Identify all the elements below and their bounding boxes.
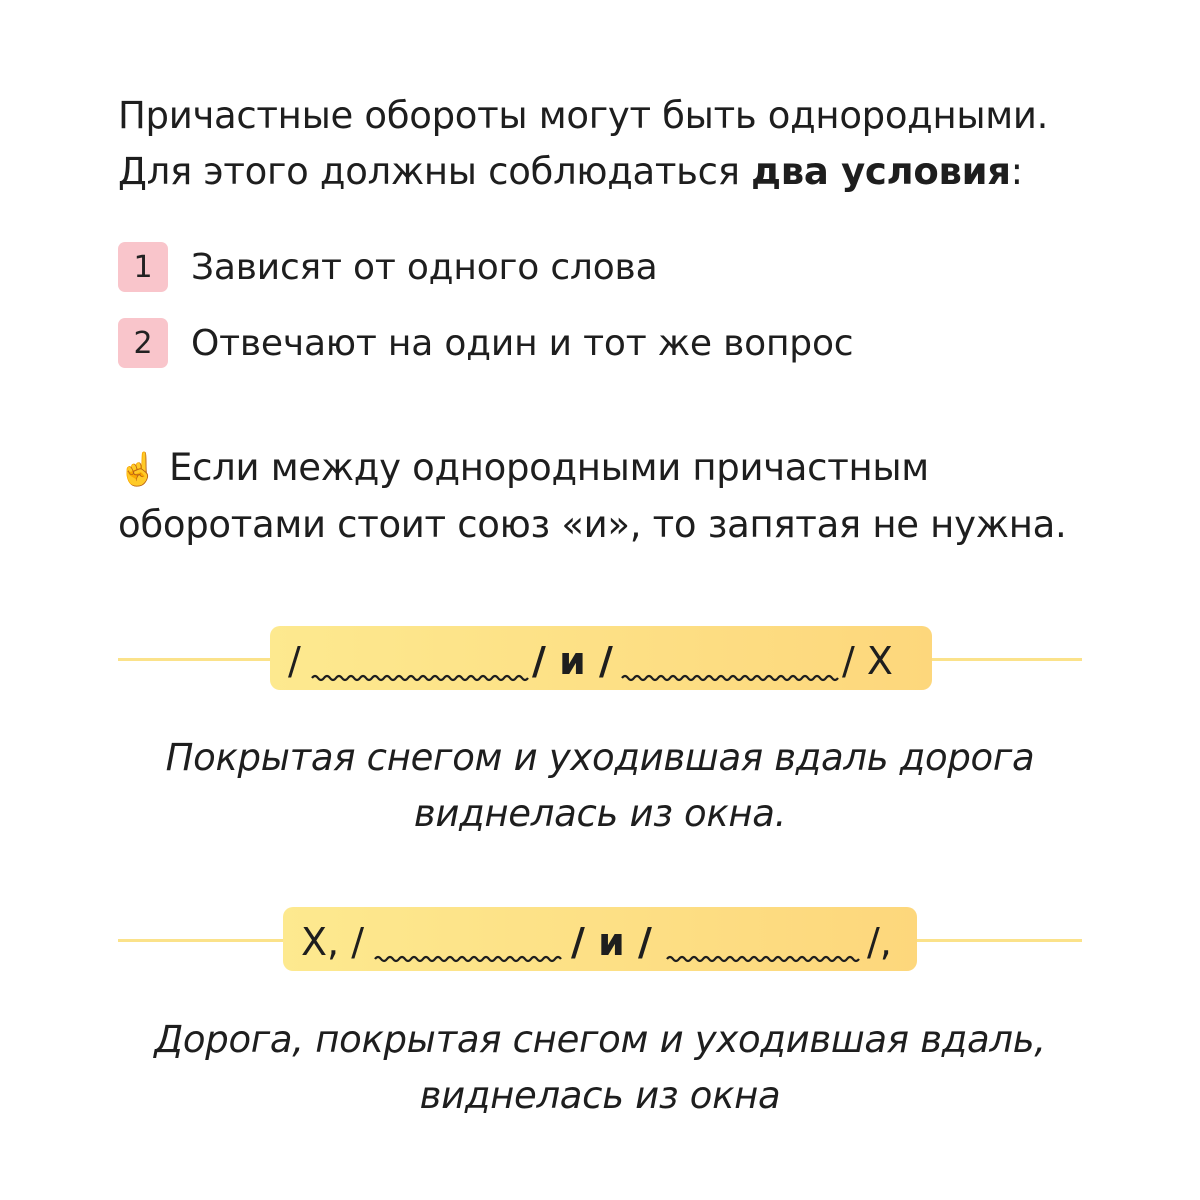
- condition-number-badge: 1: [118, 242, 168, 292]
- example-1-line-1: Покрытая снегом и уходившая вдаль дорога: [165, 736, 1035, 779]
- intro-line-1: Причастные обороты могут быть однородным…: [118, 94, 1049, 137]
- condition-text: Отвечают на один и тот же вопрос: [191, 322, 854, 364]
- example-2-line-2: виднелась из окна: [419, 1074, 781, 1117]
- scheme-2-conjunction: / и /: [571, 920, 652, 964]
- example-2: Дорога, покрытая снегом и уходившая вдал…: [100, 1012, 1100, 1124]
- scheme-1-pill: / / и / / X: [270, 626, 932, 690]
- wavy-underline-icon: [374, 955, 562, 963]
- scheme-1-conjunction: / и /: [532, 639, 613, 683]
- intro-line-2: Для этого должны соблюдаться два условия…: [118, 144, 1118, 200]
- scheme-1-slash: /: [288, 639, 301, 683]
- scheme-2-end: /,: [867, 920, 892, 964]
- intro-line-2-start: Для этого должны соблюдаться: [118, 150, 752, 193]
- note-text: ☝️ Если между однородными причастным обо…: [118, 440, 1118, 553]
- condition-text: Зависят от одного слова: [191, 246, 658, 288]
- scheme-1-end: / X: [842, 639, 893, 683]
- intro-colon: :: [1010, 150, 1023, 193]
- example-1: Покрытая снегом и уходившая вдаль дорога…: [100, 730, 1100, 842]
- note-line-2: оборотами стоит союз «и», то запятая не …: [118, 503, 1067, 546]
- pointing-finger-icon: ☝️: [118, 450, 158, 488]
- wavy-underline-icon: [621, 674, 839, 682]
- note-line-1: ☝️ Если между однородными причастным: [118, 440, 1118, 497]
- wavy-underline-icon: [666, 955, 860, 963]
- condition-number-badge: 2: [118, 318, 168, 368]
- condition-item-2: 2 Отвечают на один и тот же вопрос: [118, 317, 854, 369]
- scheme-2-diagram: X, / / и / /,: [301, 920, 892, 964]
- scheme-1-diagram: / / и / / X: [288, 639, 893, 683]
- scheme-2-pill: X, / / и / /,: [283, 907, 917, 971]
- condition-item-1: 1 Зависят от одного слова: [118, 241, 658, 293]
- note-line-1-text: Если между однородными причастным: [169, 446, 929, 489]
- example-2-line-1: Дорога, покрытая снегом и уходившая вдал…: [154, 1018, 1046, 1061]
- intro-bold: два условия: [751, 150, 1011, 193]
- intro-text: Причастные обороты могут быть однородным…: [118, 88, 1118, 200]
- scheme-2-start: X, /: [301, 920, 364, 964]
- wavy-underline-icon: [311, 674, 529, 682]
- example-1-line-2: виднелась из окна.: [413, 792, 787, 835]
